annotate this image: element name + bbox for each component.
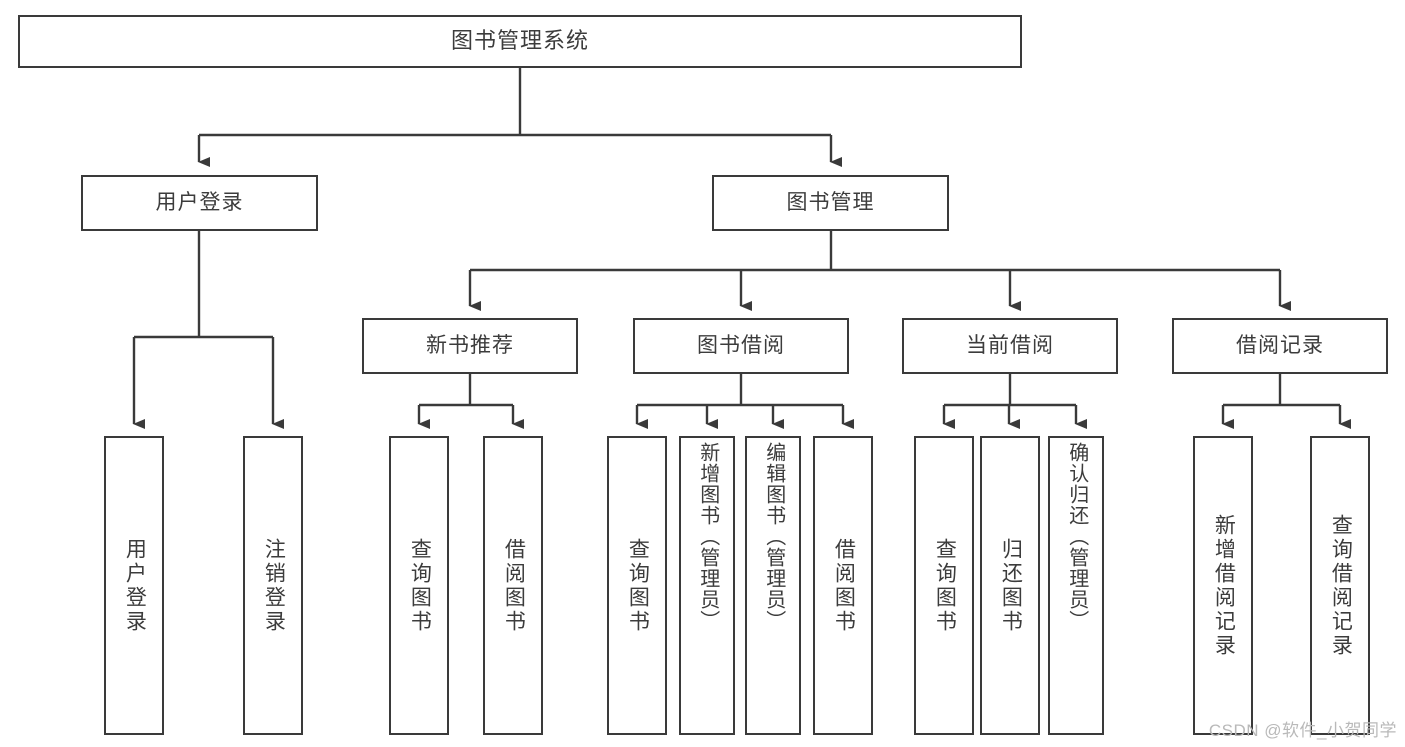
node-leaf-query-book-3-label: 查询图书: [933, 537, 957, 634]
node-leaf-query-book-3[interactable]: 查询图书: [914, 436, 974, 735]
node-book-borrow-label: 图书借阅: [697, 334, 785, 358]
node-leaf-logout-login-label: 注销登录: [262, 537, 286, 634]
node-leaf-confirm-return[interactable]: 确认归还（管理员）: [1048, 436, 1104, 735]
node-leaf-logout-login[interactable]: 注销登录: [243, 436, 303, 735]
node-root[interactable]: 图书管理系统: [18, 15, 1022, 68]
node-leaf-return-book[interactable]: 归还图书: [980, 436, 1040, 735]
node-new-book-recommend-label: 新书推荐: [426, 334, 514, 358]
node-current-borrow-label: 当前借阅: [966, 334, 1054, 358]
node-leaf-query-book-2[interactable]: 查询图书: [607, 436, 667, 735]
node-leaf-borrow-book-1-label: 借阅图书: [502, 537, 526, 634]
node-leaf-query-record[interactable]: 查询借阅记录: [1310, 436, 1370, 735]
node-book-borrow[interactable]: 图书借阅: [633, 318, 849, 374]
node-leaf-add-record[interactable]: 新增借阅记录: [1193, 436, 1253, 735]
node-leaf-add-record-label: 新增借阅记录: [1212, 513, 1236, 658]
node-user-login[interactable]: 用户登录: [81, 175, 318, 231]
node-leaf-query-book-2-label: 查询图书: [626, 537, 650, 634]
node-leaf-confirm-return-label: 确认归还（管理员）: [1065, 442, 1088, 631]
node-leaf-borrow-book-2-label: 借阅图书: [832, 537, 856, 634]
node-borrow-record[interactable]: 借阅记录: [1172, 318, 1388, 374]
node-current-borrow[interactable]: 当前借阅: [902, 318, 1118, 374]
node-leaf-borrow-book-1[interactable]: 借阅图书: [483, 436, 543, 735]
csdn-watermark: CSDN @软件_小贺同学: [1208, 721, 1397, 740]
node-leaf-return-book-label: 归还图书: [999, 537, 1023, 634]
node-leaf-borrow-book-2[interactable]: 借阅图书: [813, 436, 873, 735]
node-new-book-recommend[interactable]: 新书推荐: [362, 318, 578, 374]
node-user-login-label: 用户登录: [155, 191, 244, 215]
node-leaf-user-login-label: 用户登录: [123, 537, 147, 634]
node-leaf-query-record-label: 查询借阅记录: [1329, 513, 1353, 658]
node-leaf-query-book-1[interactable]: 查询图书: [389, 436, 449, 735]
node-leaf-user-login[interactable]: 用户登录: [104, 436, 164, 735]
node-book-management-label: 图书管理: [786, 191, 875, 215]
node-leaf-edit-book[interactable]: 编辑图书（管理员）: [745, 436, 801, 735]
node-leaf-query-book-1-label: 查询图书: [408, 537, 432, 634]
node-leaf-add-book-label: 新增图书（管理员）: [696, 442, 719, 631]
node-book-management[interactable]: 图书管理: [712, 175, 949, 231]
node-borrow-record-label: 借阅记录: [1236, 334, 1324, 358]
node-leaf-edit-book-label: 编辑图书（管理员）: [762, 442, 785, 631]
node-root-label: 图书管理系统: [450, 28, 589, 54]
node-leaf-add-book[interactable]: 新增图书（管理员）: [679, 436, 735, 735]
